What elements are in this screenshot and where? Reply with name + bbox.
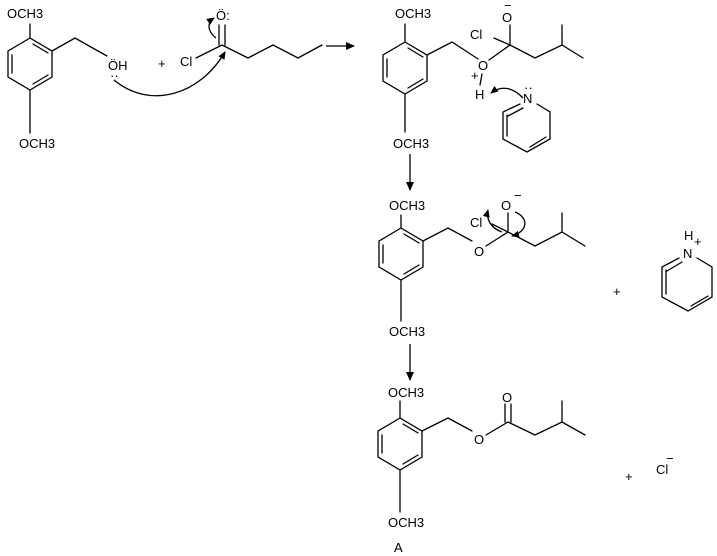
methoxy-label-top: OCH3 <box>389 198 425 213</box>
oxonium-oxygen-label: O <box>478 58 488 73</box>
molecule-alcohol: OCH3 OCH3 ÖH ·· <box>7 6 128 151</box>
positive-charge: + <box>694 234 702 249</box>
alkoxide-oxygen-label: O <box>501 198 511 213</box>
chlorine-label: Cl <box>470 27 482 42</box>
methoxy-label-top: OCH3 <box>388 385 424 400</box>
tetrahedral-carbon-chain <box>485 212 586 247</box>
benzylic-chain <box>422 227 473 242</box>
product-label: A <box>394 540 403 555</box>
molecule-acyl-chloride: Ö: Cl <box>180 8 323 69</box>
nucleophilic-attack-arrow <box>113 51 226 97</box>
plus-sign-2: + <box>613 284 621 299</box>
carbonyl-double-bond <box>504 403 512 423</box>
methoxy-label-bottom: OCH3 <box>388 515 424 530</box>
acyl-chain <box>485 400 586 436</box>
plus-sign-3: + <box>625 469 633 484</box>
carbonyl-oxygen-label: Ö: <box>216 8 230 23</box>
hydroxyl-label: ÖH <box>108 58 128 73</box>
pyridinium-hydrogen-label: H <box>684 228 693 243</box>
molecule-pyridinium: H + N <box>661 228 713 312</box>
benzene-ring <box>382 23 428 133</box>
pyridinium-ring <box>661 257 713 312</box>
c-cl-bond <box>491 223 509 233</box>
methoxy-label-bottom: OCH3 <box>393 136 429 151</box>
c-cl-bond <box>493 37 511 46</box>
chloride-ion: Cl − <box>656 451 674 477</box>
molecule-pyridine: N ·· <box>502 80 551 153</box>
benzene-ring <box>7 23 53 134</box>
chloride-label: Cl <box>656 462 668 477</box>
pyridine-double-bonds <box>506 107 547 148</box>
methoxy-label-top: OCH3 <box>395 6 431 21</box>
o-h-bond <box>479 73 483 86</box>
lone-pair-dots: ·· <box>524 80 533 95</box>
acyl-chain <box>195 44 323 59</box>
carbonyl-double-bond <box>218 24 226 46</box>
pyridinium-double-bonds <box>665 261 709 307</box>
methoxy-label-bottom: OCH3 <box>19 136 55 151</box>
negative-charge: − <box>666 451 674 466</box>
chlorine-label: Cl <box>470 215 482 230</box>
benzene-ring <box>377 400 423 513</box>
negative-charge: − <box>514 188 522 203</box>
pyridinium-nitrogen-label: N <box>683 246 692 261</box>
molecule-intermediate-2: OCH3 OCH3 O Cl O − <box>378 188 586 339</box>
chlorine-label: Cl <box>180 54 192 69</box>
methoxy-label-top: OCH3 <box>7 6 43 21</box>
methoxy-label-bottom: OCH3 <box>389 324 425 339</box>
benzylic-chain <box>421 417 473 432</box>
hydrogen-label: H <box>475 87 484 102</box>
lone-pair-dots: ·· <box>110 68 119 83</box>
deprotonation-arrow <box>490 85 524 99</box>
ester-oxygen-label: O <box>474 432 484 447</box>
molecule-intermediate-1: OCH3 OCH3 O + H Cl O − <box>382 0 584 151</box>
alkoxide-oxygen-label: O <box>502 10 512 25</box>
carbonyl-oxygen-label: O <box>502 390 512 405</box>
benzylic-chain <box>51 37 108 57</box>
benzylic-chain <box>426 41 479 60</box>
pi-bond-shift-arrow <box>206 17 217 39</box>
chloride-leaving-arrow <box>482 209 503 233</box>
benzene-ring <box>378 214 424 322</box>
plus-sign-1: + <box>158 56 166 71</box>
ether-oxygen-label: O <box>474 244 484 259</box>
molecule-product-a: OCH3 OCH3 O O A <box>377 385 586 555</box>
pyridine-nitrogen-label: N <box>523 91 532 106</box>
pyridine-ring <box>502 103 551 153</box>
reform-carbonyl-arrow <box>511 211 526 238</box>
positive-charge: + <box>471 68 479 83</box>
negative-charge: − <box>504 0 512 13</box>
